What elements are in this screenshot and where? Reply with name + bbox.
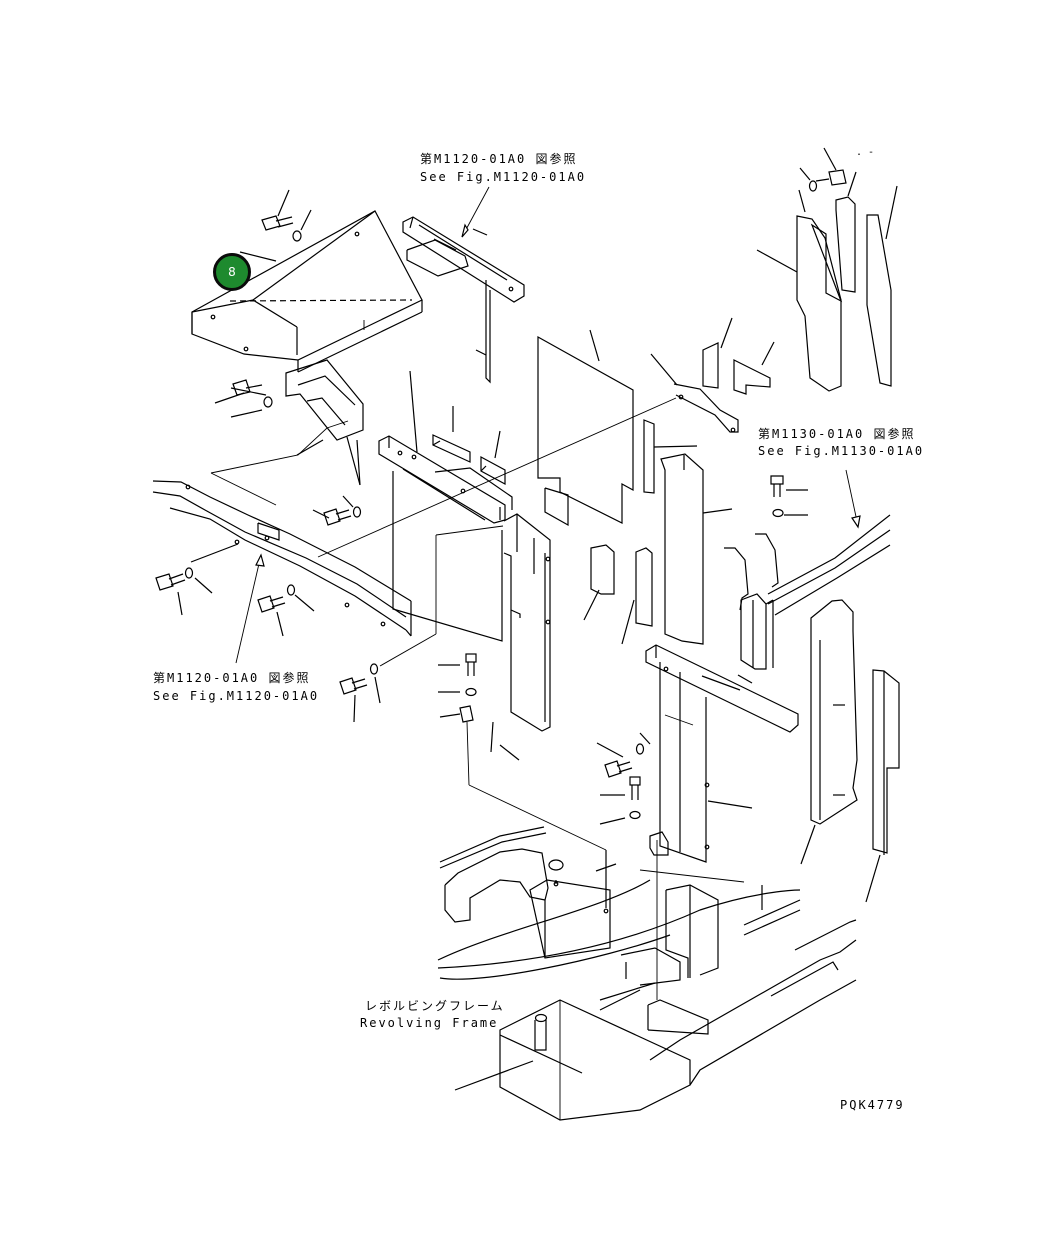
right-frame-rails [767, 469, 891, 616]
left-reference-en: See Fig.M1120-01A0 [153, 689, 320, 703]
rubber-pads-small [432, 406, 506, 486]
center-vertical-plates [490, 513, 551, 761]
revolving-frame [437, 826, 857, 1121]
top-bolt-set [239, 189, 312, 262]
assembly-guide-lines [210, 320, 677, 667]
left-rail [152, 480, 412, 637]
right-side-panels [800, 599, 900, 903]
part-callout-8[interactable]: 8 [213, 253, 251, 291]
svg-text:. -: . - [856, 147, 874, 158]
pads-center [583, 419, 698, 645]
right-support-posts [724, 533, 779, 670]
top-reference-jp: 第M1120-01A0 図参照 [420, 152, 578, 166]
right-reference-jp: 第M1130-01A0 図参照 [758, 427, 916, 441]
upper-right-bracket [650, 317, 775, 433]
revolving-frame-label-jp: レボルビングフレーム [365, 999, 505, 1013]
lower-center-bolts [438, 653, 651, 851]
top-right-plates [756, 147, 898, 392]
top-reference-en: See Fig.M1120-01A0 [420, 170, 587, 184]
lower-center-frame [645, 644, 799, 863]
part-callout-number: 8 [228, 265, 236, 279]
top-cover-plate [191, 210, 423, 373]
large-upright-panel [537, 329, 634, 527]
right-tall-plates [660, 453, 733, 645]
mount-bracket-upper [214, 359, 364, 486]
right-reference-en: See Fig.M1130-01A0 [758, 444, 925, 458]
right-bolt-sets [770, 475, 808, 518]
drawing-code: PQK4779 [840, 1098, 905, 1112]
left-reference-jp: 第M1120-01A0 図参照 [153, 671, 311, 685]
center-bracket-and-panel [378, 370, 513, 642]
revolving-frame-label-en: Revolving Frame [360, 1016, 499, 1030]
top-bracket [402, 216, 525, 384]
left-bolt-sets [155, 495, 381, 723]
